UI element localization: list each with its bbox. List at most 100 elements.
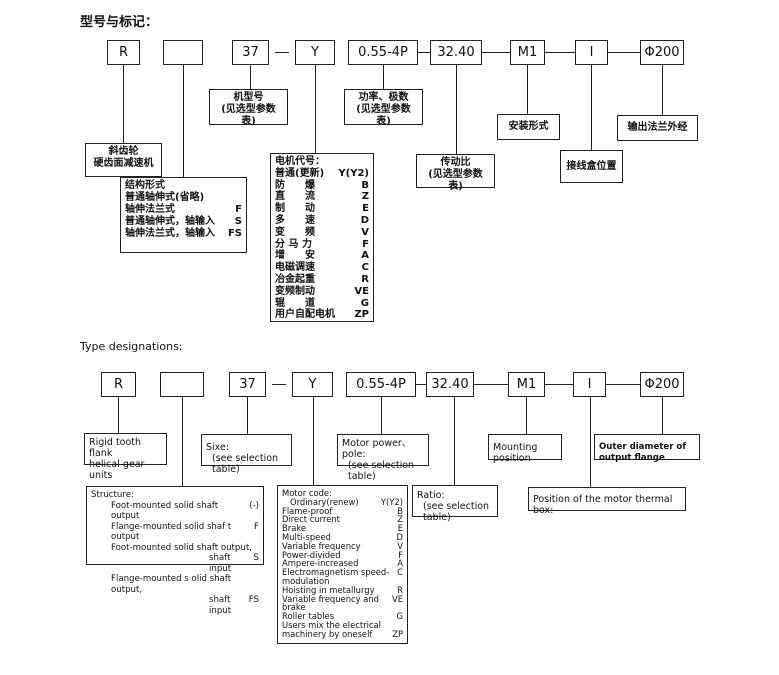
en-structure-row: Flange-mounted s olid shaft output, (111, 574, 232, 595)
cn-line-power (383, 65, 384, 89)
cn-code-terminal: I (575, 40, 608, 65)
en-ratio-line1: Ratio: (417, 490, 445, 501)
en-code-motor: Y (292, 372, 333, 397)
en-flange-label: Outer diameter of output flange (599, 442, 687, 463)
cn-line-mounting (527, 65, 528, 114)
cn-code-power: 0.55-4P (348, 40, 418, 65)
en-size-line1: Sixe: (206, 442, 230, 453)
cn-mounting-box: 安装形式 (497, 114, 560, 140)
cn-line-series (123, 65, 124, 143)
cn-size-line2: (见选型参数表) (221, 104, 276, 127)
cn-line-ratio (456, 65, 457, 154)
en-dash-1 (272, 384, 286, 385)
en-motor-row: modulation (282, 575, 330, 586)
en-line-power (381, 397, 382, 434)
cn-ratio-line2: (见选型参数表) (428, 169, 483, 192)
en-line-series (118, 397, 119, 433)
cn-dash-4 (545, 52, 575, 53)
cn-line-flange (662, 65, 663, 115)
en-motor-row: Users mix the electrical (282, 619, 381, 630)
en-helical-box: Rigid tooth flank helical gear units (84, 433, 167, 481)
cn-dash-3 (482, 52, 510, 53)
en-code-ratio: 32.40 (426, 372, 474, 397)
en-dash-2 (416, 384, 426, 385)
cn-structure-row: 普通轴伸式(省略) (125, 192, 205, 203)
en-line-mounting (526, 397, 527, 434)
en-ratio-box: Ratio: (see selection table) (412, 485, 498, 523)
cn-code-size: 37 (232, 40, 269, 65)
en-code-series: R (101, 372, 136, 397)
en-line-ratio (454, 397, 455, 485)
cn-heading: 型号与标记： (80, 15, 159, 30)
cn-flange-box: 输出法兰外经 (617, 115, 698, 141)
en-dash-5 (606, 384, 640, 385)
en-code-mounting: M1 (508, 372, 545, 397)
en-line-motor (313, 397, 314, 485)
en-dash-3 (474, 384, 508, 385)
cn-dash-1 (275, 52, 289, 53)
cn-line-size (250, 65, 251, 89)
en-motor-box: Motor code: Ordinary(renew)Y(Y2) Flame-p… (277, 485, 408, 644)
en-structure-row: Foot-mounted solid shaft output(-) (111, 500, 259, 522)
cn-helical-box: 斜齿轮 硬齿面减速机 (85, 143, 162, 177)
en-ratio-line2: (see selection table) (423, 501, 490, 523)
en-code-structure (160, 372, 204, 397)
en-motor-row: Ordinary(renew)Y(Y2) (290, 496, 403, 507)
en-size-box: Sixe: (see selection table) (201, 434, 292, 475)
cn-code-ratio: 32.40 (430, 40, 482, 65)
en-code-size: 37 (229, 372, 266, 397)
cn-terminal-label: 接线盒位置 (566, 161, 617, 172)
cn-dash-5 (608, 52, 640, 53)
cn-code-flange: Φ200 (640, 40, 684, 65)
cn-helical-line2: 硬齿面减速机 (93, 158, 154, 169)
cn-motor-row: 普通(更新)Y(Y2) (275, 167, 369, 179)
cn-terminal-box: 接线盒位置 (560, 150, 623, 183)
en-code-flange: Φ200 (640, 372, 684, 397)
cn-size-line1: 机型号 (233, 92, 264, 103)
cn-line-motor (315, 65, 316, 153)
cn-flange-label: 输出法兰外经 (627, 122, 688, 133)
cn-ratio-box: 传动比 (见选型参数表) (416, 154, 495, 192)
en-heading: Type designations: (80, 340, 183, 353)
cn-size-box: 机型号 (见选型参数表) (209, 89, 288, 127)
en-line-structure (182, 397, 183, 486)
en-power-line2: (see selection table) (348, 460, 415, 482)
en-code-power: 0.55-4P (346, 372, 416, 397)
en-structure-box: Structure: Foot-mounted solid shaft outp… (86, 486, 264, 616)
en-helical-line1: Rigid tooth flank (89, 437, 142, 459)
en-helical-line2: helical gear units (89, 459, 145, 481)
en-line-flange (662, 397, 663, 434)
en-line-size (247, 397, 248, 434)
cn-power-line2: (见选型参数表) (356, 104, 411, 127)
en-power-box: Motor power、pole: (see selection table) (337, 434, 429, 482)
cn-code-mounting: M1 (510, 40, 545, 65)
en-mounting-label: Mounting position (493, 442, 538, 464)
en-motor-row: brake (282, 602, 306, 613)
en-power-line1: Motor power、pole: (342, 438, 412, 460)
cn-structure-row: 结构形式 (125, 180, 165, 191)
cn-mounting-label: 安装形式 (508, 121, 549, 132)
cn-power-box: 功率、极数 (见选型参数表) (344, 89, 423, 127)
en-dash-4 (545, 384, 573, 385)
